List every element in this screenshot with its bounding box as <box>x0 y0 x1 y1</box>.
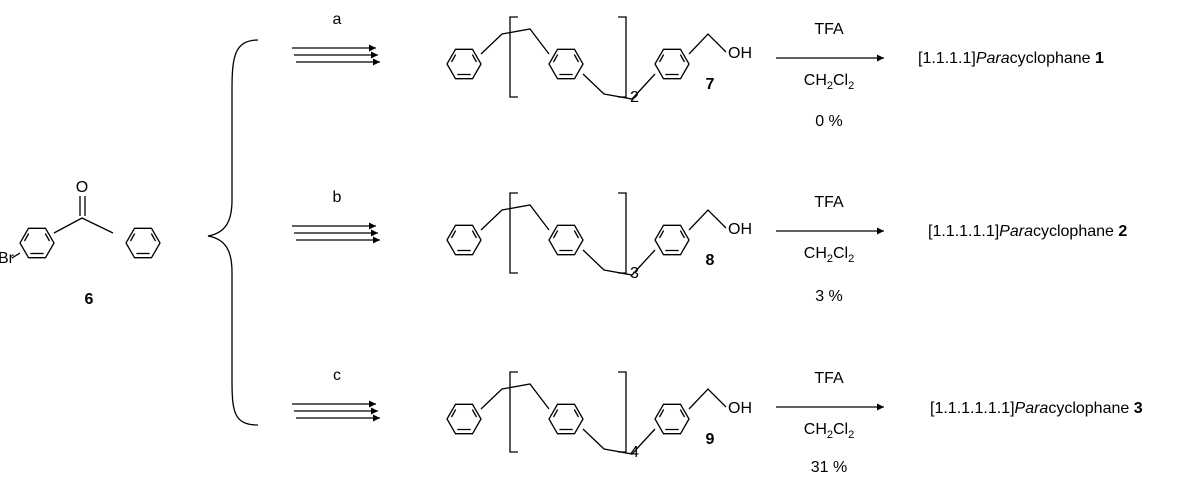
multistep-arrows-a <box>292 44 380 66</box>
start-molecule <box>11 196 161 259</box>
hydroxyl-label-9: OH <box>728 400 752 417</box>
target-label-1: [1.1.1.1]Paracyclophane 1 <box>918 50 1104 67</box>
multistep-arrows-c <box>292 400 380 422</box>
reagent-label-3: TFA <box>814 370 844 387</box>
target-label-2: [1.1.1.1.1]Paracyclophane 2 <box>928 223 1128 240</box>
yield-label-3: 31 % <box>810 459 848 476</box>
step-label-c: c <box>333 367 341 384</box>
repeat-count-9: 4 <box>630 444 639 461</box>
target-label-3: [1.1.1.1.1.1]Paracyclophane 3 <box>930 400 1143 417</box>
bromine-label: Br <box>0 250 14 267</box>
repeat-count-7: 2 <box>630 89 639 106</box>
yield-label-2: 3 % <box>815 288 843 305</box>
reagent-label-2: TFA <box>814 194 844 211</box>
compound-number-6: 6 <box>84 291 94 308</box>
reagent-label-1: TFA <box>814 21 844 38</box>
product-molecule-8 <box>446 192 727 276</box>
carbonyl-oxygen-label: O <box>75 179 89 196</box>
compound-number-7: 7 <box>705 76 715 93</box>
hydroxyl-label-7: OH <box>728 45 752 62</box>
product-molecule-7 <box>446 16 727 100</box>
compound-number-8: 8 <box>705 252 715 269</box>
yield-label-1: 0 % <box>815 113 843 130</box>
multistep-arrows-b <box>292 222 380 244</box>
solvent-label-1: CH2Cl2 <box>803 72 855 92</box>
step-label-b: b <box>332 189 342 206</box>
repeat-count-8: 3 <box>630 265 639 282</box>
compound-number-9: 9 <box>705 431 715 448</box>
product-molecule-9 <box>446 371 727 455</box>
step-label-a: a <box>332 11 342 28</box>
branch-brace <box>207 39 259 426</box>
hydroxyl-label-8: OH <box>728 221 752 238</box>
solvent-label-3: CH2Cl2 <box>803 421 855 441</box>
solvent-label-2: CH2Cl2 <box>803 245 855 265</box>
